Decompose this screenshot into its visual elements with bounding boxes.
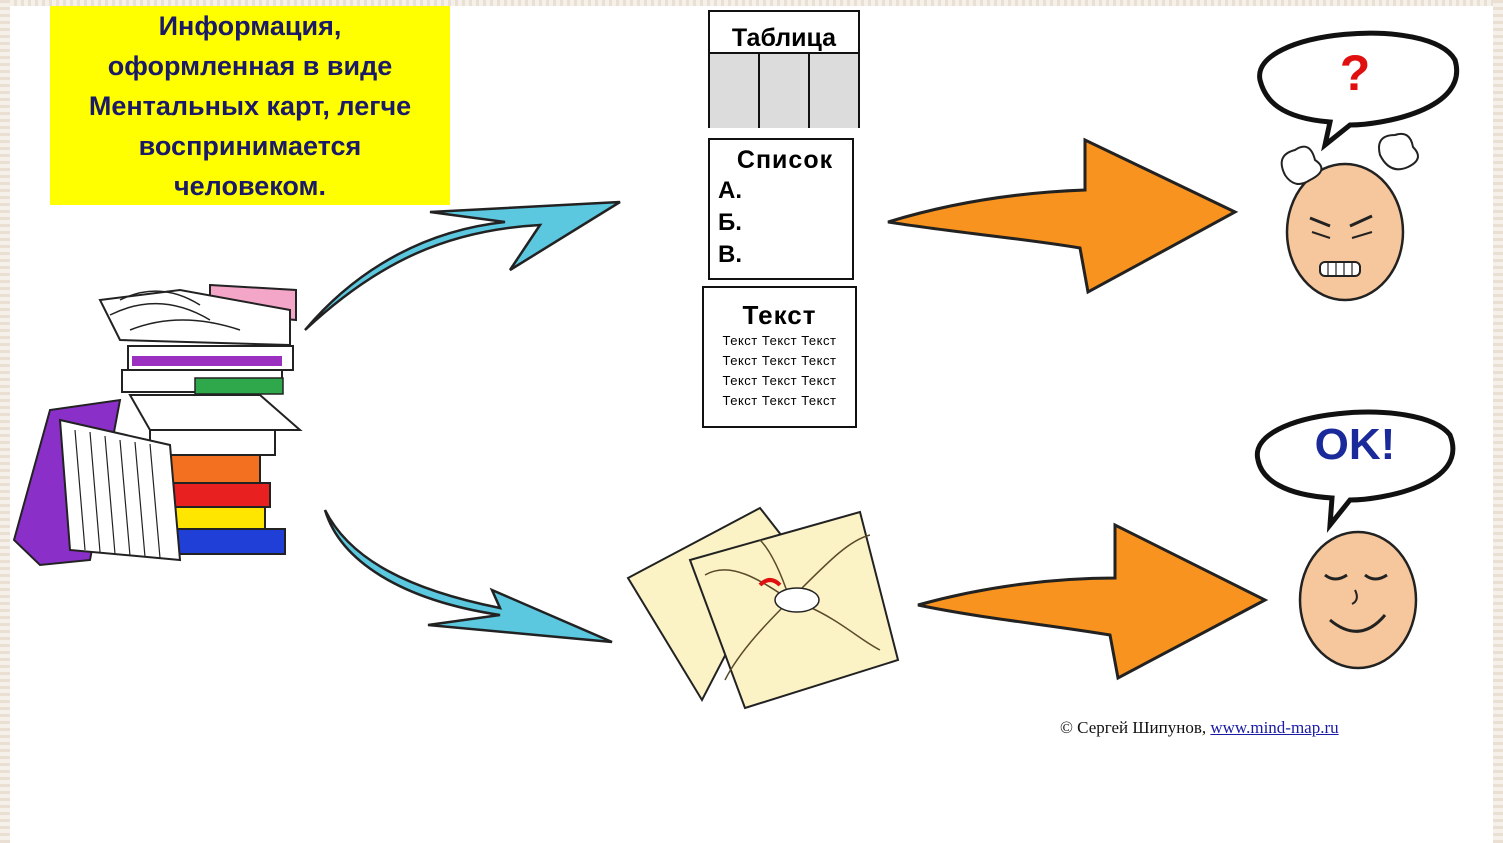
- question-mark-text: ?: [1339, 45, 1371, 101]
- blue-arrow-up: [304, 200, 621, 331]
- list-box-title: Список: [736, 146, 834, 174]
- callout-line: воспринимается: [138, 131, 362, 161]
- list-item: В.: [718, 241, 742, 268]
- happy-face-image: [1298, 530, 1418, 670]
- text-box: Текст Текст Текст Текст Текст Текст Текс…: [702, 286, 857, 428]
- credit-link[interactable]: www.mind-map.ru: [1210, 718, 1339, 737]
- list-item: Б.: [718, 209, 742, 236]
- speech-bubble-bottom: [1255, 409, 1456, 533]
- text-box-line: Текст Текст Текст: [722, 333, 837, 348]
- orange-arrow-top: [887, 137, 1239, 295]
- slide-border-right: [1493, 0, 1503, 843]
- list-item: А.: [718, 177, 742, 204]
- table-box: Таблица: [708, 10, 860, 128]
- callout-line: Информация,: [158, 11, 342, 41]
- intro-callout: Информация, оформленная в виде Ментальны…: [50, 6, 450, 205]
- text-box-line: Текст Текст Текст: [722, 393, 837, 408]
- text-box-line: Текст Текст Текст: [722, 353, 837, 368]
- slide-border-top: [0, 0, 1503, 6]
- table-box-title: Таблица: [710, 12, 858, 54]
- confused-face-image: [1280, 132, 1419, 302]
- mind-map-papers-image: [626, 506, 900, 710]
- table-cell: [710, 54, 760, 128]
- callout-line: оформленная в виде: [107, 51, 393, 81]
- slide-border-left: [0, 0, 10, 843]
- speech-bubble-top: [1257, 30, 1460, 152]
- table-cell: [760, 54, 810, 128]
- ok-text: OK!: [1314, 420, 1396, 469]
- table-cell: [810, 54, 858, 128]
- callout-line: Ментальных карт, легче: [88, 91, 412, 121]
- text-box-line: Текст Текст Текст: [722, 373, 837, 388]
- orange-arrow-bottom: [917, 522, 1269, 681]
- credit-prefix: © Сергей Шипунов,: [1060, 718, 1211, 737]
- book-stack-image: [12, 283, 303, 567]
- text-box-title: Текст: [742, 300, 817, 330]
- copyright-credit: © Сергей Шипунов, www.mind-map.ru: [1060, 718, 1339, 738]
- callout-line: человеком.: [173, 171, 326, 201]
- list-box: Список А. Б. В.: [708, 138, 854, 280]
- table-box-cells: [710, 54, 858, 128]
- blue-arrow-down: [323, 509, 613, 644]
